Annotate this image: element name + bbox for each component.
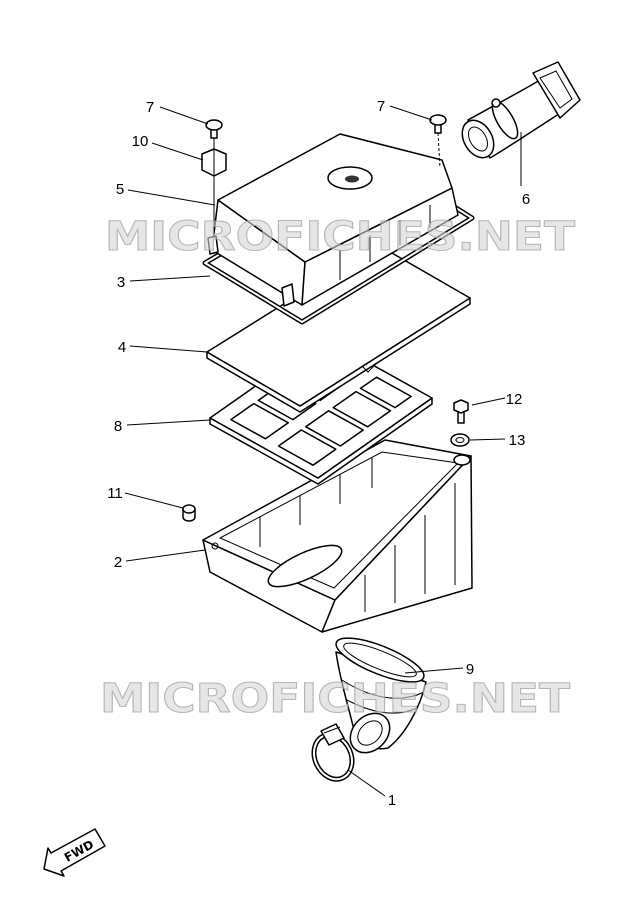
case-flange-hole [211, 542, 219, 550]
callout-label-5: 5 [116, 181, 124, 198]
clip-part [201, 148, 227, 177]
callout-label-6: 6 [522, 191, 530, 208]
leader-line [389, 105, 433, 121]
screw-right-part [429, 114, 447, 169]
callout-label-4: 4 [118, 339, 126, 356]
bolt-head [453, 399, 469, 414]
leader-lines [124, 105, 522, 797]
cover-part [207, 133, 459, 307]
callout-label-2: 2 [114, 554, 122, 571]
leader-line [471, 397, 506, 406]
frame-window [332, 390, 392, 428]
clamp-part [311, 723, 355, 782]
duct-part [461, 61, 581, 159]
fwd-arrow-shape [43, 828, 106, 877]
boot-flange [335, 637, 425, 683]
cover-dome-center [345, 175, 359, 183]
duct-flange-inner [539, 70, 573, 109]
washer-part [450, 433, 470, 447]
case-tab [453, 454, 471, 466]
case-part [202, 439, 473, 633]
callout-label-11: 11 [107, 485, 123, 502]
leader-line [127, 189, 216, 206]
duct-nub [491, 98, 501, 108]
leader-line [129, 275, 211, 282]
watermark-bottom: MICROFICHES.NET [100, 676, 571, 722]
filter-notch [361, 361, 379, 373]
boot-outlet-inner [357, 720, 383, 746]
frame-window [359, 376, 412, 409]
plug-part [182, 504, 196, 522]
callout-label-3: 3 [117, 274, 125, 291]
frame-window [230, 402, 290, 440]
duct-opening-inner [468, 126, 488, 152]
bolt-part [453, 399, 469, 424]
frame-window [305, 410, 364, 447]
callout-labels: 7 10 5 3 4 8 11 2 7 6 12 13 9 1 [107, 98, 530, 809]
leader-line [469, 438, 506, 441]
leader-line [124, 492, 184, 509]
washer-hole [455, 437, 465, 443]
fwd-arrow: FWD [43, 828, 106, 877]
screw-head [429, 114, 447, 126]
leader-line [404, 667, 464, 674]
callout-label-7-right: 7 [377, 98, 385, 115]
callout-label-8: 8 [114, 418, 122, 435]
callout-label-9: 9 [466, 661, 474, 678]
leader-line [129, 345, 208, 353]
plug-top [182, 504, 196, 514]
callout-label-13: 13 [509, 432, 526, 449]
leader-line [126, 419, 211, 426]
screw-head [205, 119, 223, 131]
boot-rib [346, 699, 418, 714]
leader-line [159, 106, 209, 125]
cover-latch [207, 235, 219, 255]
frame-window [277, 429, 337, 466]
callout-label-10: 10 [132, 133, 149, 150]
case-outlet-hole [267, 544, 343, 588]
leader-line [151, 142, 204, 161]
cover-top [217, 133, 453, 263]
screw-left-part [205, 119, 223, 238]
clamp-housing [320, 723, 345, 746]
leader-line [347, 769, 386, 797]
clamp-screw [323, 726, 341, 734]
watermark-top: MICROFICHES.NET [105, 214, 576, 260]
screw-axis-line [437, 132, 441, 169]
boot-rib [341, 679, 425, 699]
boot-flange-inner [343, 642, 417, 678]
washer-ring [450, 433, 470, 447]
leader-line [125, 549, 206, 562]
callout-label-1: 1 [388, 792, 396, 809]
callout-label-7-left: 7 [146, 99, 154, 116]
boot-part [335, 637, 427, 754]
callout-label-12: 12 [506, 391, 523, 408]
watermarks: MICROFICHES.NET MICROFICHES.NET [100, 214, 577, 723]
cover-latch [281, 283, 295, 307]
